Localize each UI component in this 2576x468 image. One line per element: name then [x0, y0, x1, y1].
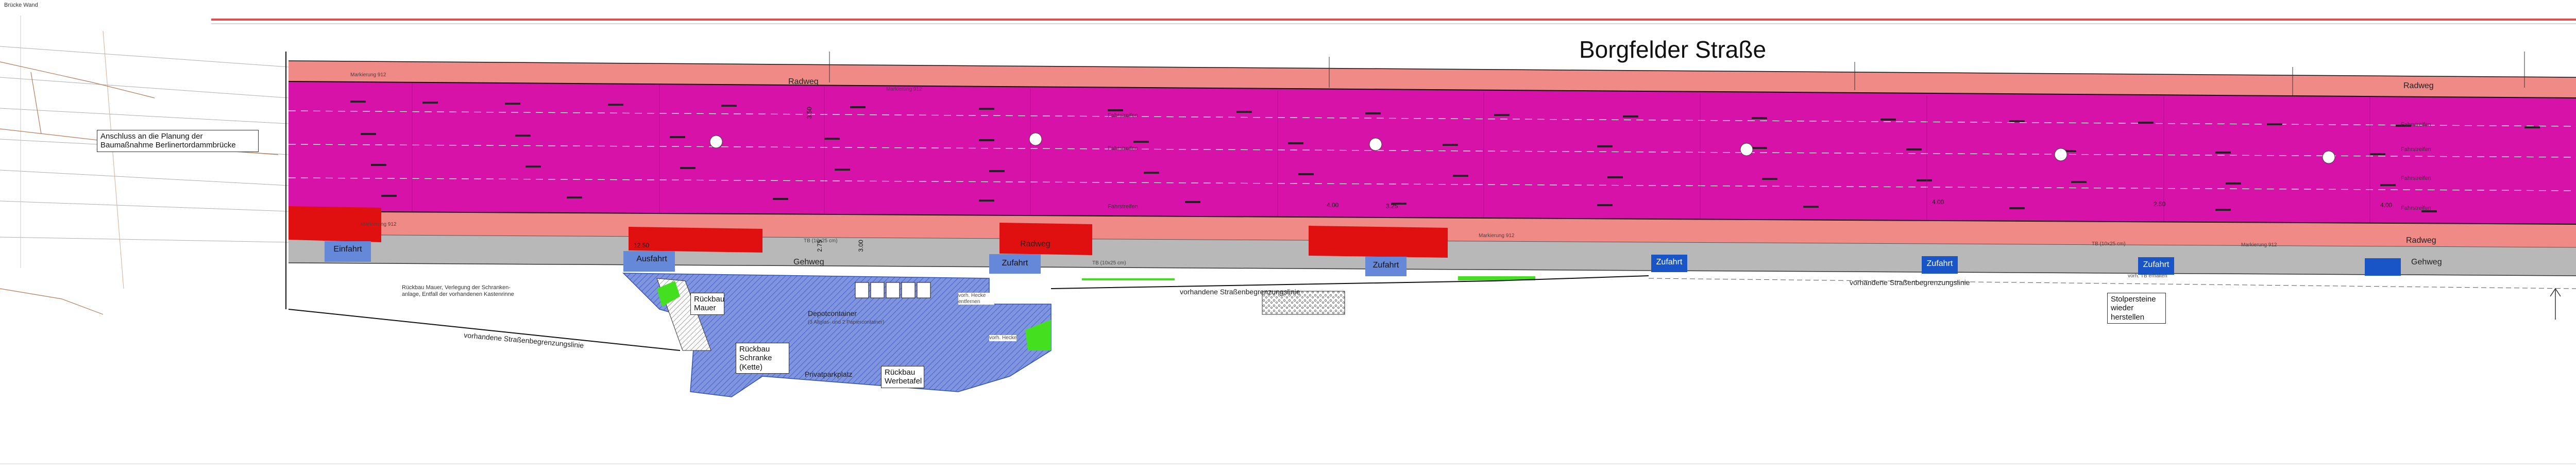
street-boundary-dashes [1648, 278, 2576, 289]
fahrstreifen-label-5: Fahrstreifen [2401, 146, 2431, 153]
street-title: Borgfelder Straße [1579, 36, 1767, 63]
roadway-construction-lines [412, 82, 2370, 224]
station-ticks [829, 52, 2525, 95]
lane-separators [288, 110, 2576, 191]
dim-12-50: 12.50 [634, 242, 650, 249]
street-boundary-line-2 [1050, 275, 1649, 289]
fahrstreifen-label-4: Fahrstreifen [2401, 122, 2431, 128]
markierung-label-3: Markierung 912 [361, 222, 397, 227]
zufahrt-tag-1: Zufahrt [1002, 259, 1028, 268]
street-boundary-line [288, 309, 681, 351]
green-area-1 [657, 281, 680, 307]
rueckbau-mauer-label: Rückbau Mauer [690, 293, 724, 315]
depotcontainer-label: Depotcontainer [808, 309, 857, 317]
tb-label-3: TB (10x25 cm) [804, 238, 838, 244]
dim-4-00-b: 4.00 [1932, 198, 1944, 206]
access-area-einfahrt [289, 206, 381, 242]
depotcontainer-sublabel: (3 Altglas- und 2 Papiercontainer) [808, 320, 885, 325]
zufahrt-tag-2: Zufahrt [1372, 261, 1399, 270]
zufahrt-box-3 [1651, 255, 1687, 272]
radweg-label-3: Radweg [1020, 240, 1050, 248]
privatparkplatz-label: Privatparkplatz [805, 370, 853, 378]
zufahrt-tag-5: Zufahrt [2143, 260, 2170, 269]
stolpersteine-label: Stolpersteine wieder herstellen [2107, 293, 2166, 324]
gravel-area [1262, 291, 1345, 315]
markierung-label-4: Markierung 912 [1479, 233, 1515, 239]
fahrstreifen-label-6: Fahrstreifen [2401, 175, 2431, 181]
dim-3-50: 3.50 [805, 107, 813, 119]
access-area-zufahrt-1 [999, 223, 1092, 255]
radweg-north [289, 61, 2576, 98]
gehweg-label-1: Gehweg [793, 258, 824, 266]
corner-label: Brücke Wand [4, 2, 38, 8]
existing-brown-lines [0, 61, 279, 315]
zufahrt-box-6 [2365, 258, 2401, 276]
access-area-ausfahrt [629, 227, 762, 253]
fahrstreifen-label-1: Fahrstreifen [1108, 112, 1138, 119]
zufahrt-tag-3: Zufahrt [1656, 258, 1683, 266]
green-strip-1 [1458, 276, 1535, 280]
street-tree-icon [709, 132, 2335, 164]
markierung-label-1: Markierung 912 [350, 72, 386, 78]
zufahrt-box-4 [1922, 256, 1958, 274]
zufahrt-box-2 [1365, 257, 1406, 276]
ausfahrt-box [623, 251, 675, 272]
dim-2-75: 2.75 [816, 240, 823, 252]
fahrstreifen-label-7: Fahrstreifen [2401, 205, 2431, 211]
dim-2-50: 2.50 [2154, 200, 2166, 208]
einfahrt-box [325, 241, 371, 262]
zufahrt-box-1 [989, 254, 1041, 274]
hecke-label: vorh. Hecke entfernen [958, 293, 994, 305]
zufahrt-box-5 [2138, 257, 2174, 275]
dim-4-00-a: 4.00 [1327, 202, 1339, 209]
green-area-2 [1025, 320, 1051, 350]
fahrstreifen-label-3: Fahrstreifen [1108, 204, 1138, 210]
north-arrow-icon [2550, 288, 2561, 320]
radweg-label-1: Radweg [788, 77, 819, 86]
lane-arrows [350, 101, 2540, 212]
ausfahrt-tag: Ausfahrt [636, 255, 667, 263]
access-area-zufahrt-2 [1309, 226, 1448, 258]
einfahrt-tag: Einfahrt [333, 245, 362, 254]
tb-label-2: TB (10x25 cm) [2092, 241, 2126, 247]
radweg-label-2: Radweg [2403, 81, 2434, 90]
tb-erhalten-label: vorh. TB erhalten [2128, 273, 2167, 279]
fahrstreifen-label-2: Fahrstreifen [1108, 145, 1138, 152]
zufahrt-tag-4: Zufahrt [1926, 259, 1953, 268]
markierung-label-5: Markierung 912 [2241, 242, 2277, 248]
radweg-label-4: Radweg [2406, 236, 2436, 245]
markierung-label-2: Markierung 912 [886, 87, 922, 92]
hecke-label-2: vorh. Hecke [989, 335, 1017, 341]
tb-label-1: TB (10x25 cm) [1092, 260, 1126, 266]
rueckbau-mauer-note: Rückbau Mauer, Verlegung der Schranken- … [402, 285, 520, 298]
dim-4-00-c: 4.00 [2380, 202, 2393, 209]
street-boundary-label-2: vorhandene Straßenbegrenzungslinie [1180, 288, 1300, 296]
depot-containers [855, 282, 931, 298]
gehweg-label-2: Gehweg [2411, 258, 2442, 266]
street-boundary-label-3: vorhandene Straßenbegrenzungslinie [1850, 278, 1970, 287]
anschluss-note: Anschluss an die Planung der Baumaßnahme… [97, 130, 259, 152]
green-strip-2 [1082, 278, 1175, 280]
roadway-main [289, 81, 2576, 224]
rueckbau-schranke-label: Rückbau Schranke (Kette) [736, 343, 789, 374]
dim-3-25: 3.25 [1386, 203, 1398, 210]
dim-3-00: 3.00 [857, 240, 865, 252]
rueckbau-werbetafel-label: Rückbau Werbetafel [881, 366, 924, 388]
